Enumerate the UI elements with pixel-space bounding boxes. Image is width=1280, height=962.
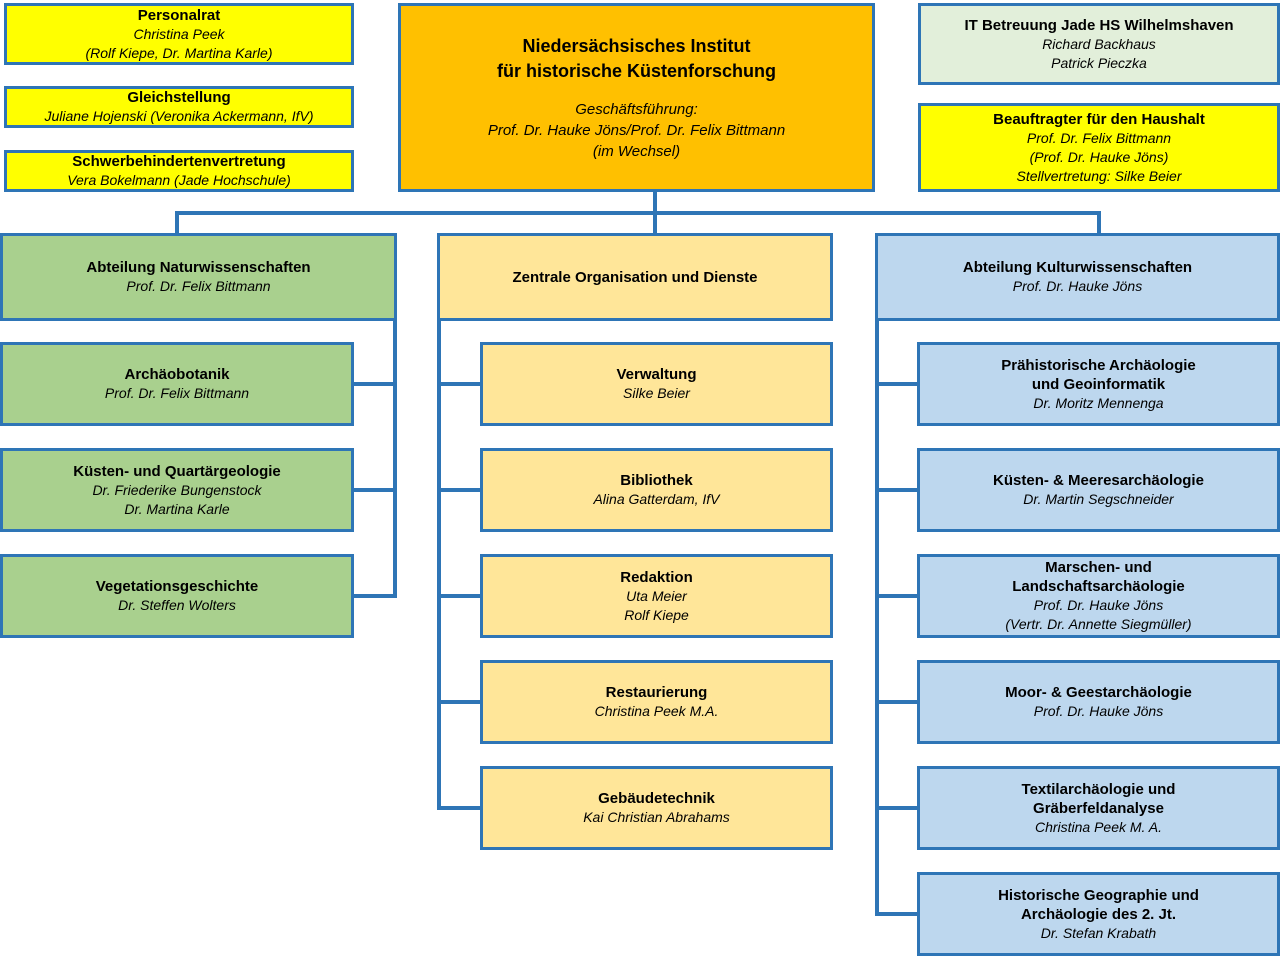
unit-persons: Prof. Dr. Felix Bittmann xyxy=(104,385,250,401)
connector-central-stub-5 xyxy=(437,806,480,810)
unit-persons: Prof. Dr. Felix Bittmann (Prof. Dr. Hauk… xyxy=(1016,129,1182,184)
unit-title: Archäobotanik xyxy=(124,366,230,383)
box-archaeobotanik: Archäobotanik Prof. Dr. Felix Bittmann xyxy=(0,342,354,426)
unit-title: Prähistorische Archäologie und Geoinform… xyxy=(1001,356,1196,393)
box-praehistorische-archaeologie: Prähistorische Archäologie und Geoinform… xyxy=(917,342,1280,426)
box-kuesten-meeresarchaeologie: Küsten- & Meeresarchäologie Dr. Martin S… xyxy=(917,448,1280,532)
unit-title: Beauftragter für den Haushalt xyxy=(993,110,1205,128)
connector-central-vertical xyxy=(437,321,441,810)
box-textilarchaeologie: Textilarchäologie und Gräberfeldanalyse … xyxy=(917,766,1280,850)
box-restaurierung: Restaurierung Christina Peek M.A. xyxy=(480,660,833,744)
unit-persons: Kai Christian Abrahams xyxy=(583,809,730,825)
box-abteilung-kulturwissenschaften: Abteilung Kulturwissenschaften Prof. Dr.… xyxy=(875,233,1280,321)
unit-persons: Alina Gatterdam, IfV xyxy=(593,491,720,507)
unit-title: Bibliothek xyxy=(620,472,693,489)
unit-title: Textilarchäologie und Gräberfeldanalyse xyxy=(1021,780,1176,817)
unit-persons: Dr. Stefan Krabath xyxy=(1040,924,1157,941)
unit-persons: Prof. Dr. Hauke Jöns xyxy=(1012,278,1143,294)
unit-persons: Dr. Friederike Bungenstock Dr. Martina K… xyxy=(92,481,262,517)
box-marschen-landschaftsarchaeologie: Marschen- und Landschaftsarchäologie Pro… xyxy=(917,554,1280,638)
box-historische-geographie: Historische Geographie und Archäologie d… xyxy=(917,872,1280,956)
unit-title: Zentrale Organisation und Dienste xyxy=(512,268,758,286)
unit-persons: Prof. Dr. Hauke Jöns xyxy=(1033,703,1164,719)
box-verwaltung: Verwaltung Silke Beier xyxy=(480,342,833,426)
connector-cultural-stub-4 xyxy=(875,700,917,704)
unit-persons: Christina Peek (Rolf Kiepe, Dr. Martina … xyxy=(85,25,273,61)
connector-cultural-stub-1 xyxy=(875,382,917,386)
unit-title: Redaktion xyxy=(620,568,693,586)
connector-root-stem xyxy=(653,192,657,235)
unit-persons: Dr. Moritz Mennenga xyxy=(1033,394,1164,411)
connector-central-stub-2 xyxy=(437,488,480,492)
unit-title: Vegetationsgeschichte xyxy=(95,578,259,595)
unit-persons: Dr. Martin Segschneider xyxy=(1023,491,1174,507)
unit-persons: Uta Meier Rolf Kiepe xyxy=(624,587,689,623)
box-personalrat: Personalrat Christina Peek (Rolf Kiepe, … xyxy=(4,3,354,65)
connector-cultural-stub-6 xyxy=(875,912,917,916)
unit-title: Küsten- & Meeresarchäologie xyxy=(993,472,1204,489)
unit-title: IT Betreuung Jade HS Wilhelmshaven xyxy=(964,16,1234,34)
unit-title: Gebäudetechnik xyxy=(598,790,715,807)
unit-title: Küsten- und Quartärgeologie xyxy=(73,462,281,480)
institute-title: Niedersächsisches Institut für historisc… xyxy=(496,35,777,81)
box-gebaeudetechnik: Gebäudetechnik Kai Christian Abrahams xyxy=(480,766,833,850)
unit-title: Marschen- und Landschaftsarchäologie xyxy=(1012,559,1185,595)
unit-persons: Prof. Dr. Felix Bittmann xyxy=(126,278,271,294)
connector-natural-vertical xyxy=(393,321,397,598)
institute-management: Geschäftsführung: Prof. Dr. Hauke Jöns/P… xyxy=(487,100,786,160)
unit-title: Gleichstellung xyxy=(127,89,231,106)
connector-main-right-drop xyxy=(1097,211,1101,235)
unit-persons: Christina Peek M. A. xyxy=(1034,818,1163,835)
box-haushalt: Beauftragter für den Haushalt Prof. Dr. … xyxy=(918,103,1280,192)
box-vegetationsgeschichte: Vegetationsgeschichte Dr. Steffen Wolter… xyxy=(0,554,354,638)
unit-title: Abteilung Kulturwissenschaften xyxy=(962,259,1193,276)
box-moor-geestarchaeologie: Moor- & Geestarchäologie Prof. Dr. Hauke… xyxy=(917,660,1280,744)
box-it-betreuung: IT Betreuung Jade HS Wilhelmshaven Richa… xyxy=(918,3,1280,85)
connector-central-stub-1 xyxy=(437,382,480,386)
unit-title: Schwerbehindertenvertretung xyxy=(72,153,286,170)
connector-main-left-drop xyxy=(175,211,179,235)
unit-persons: Christina Peek M.A. xyxy=(594,703,719,719)
connector-natural-stub-1 xyxy=(354,382,397,386)
unit-title: Verwaltung xyxy=(616,366,697,383)
connector-natural-stub-3 xyxy=(354,594,397,598)
unit-persons: Prof. Dr. Hauke Jöns (Vertr. Dr. Annette… xyxy=(1005,597,1192,632)
box-zentrale-organisation: Zentrale Organisation und Dienste xyxy=(437,233,833,321)
unit-title: Historische Geographie und Archäologie d… xyxy=(998,886,1199,923)
connector-cultural-stub-3 xyxy=(875,594,917,598)
unit-persons: Vera Bokelmann (Jade Hochschule) xyxy=(67,172,291,188)
connector-cultural-vertical xyxy=(875,321,879,916)
unit-title: Restaurierung xyxy=(605,684,708,701)
unit-persons: Juliane Hojenski (Veronika Ackermann, If… xyxy=(44,108,314,124)
connector-main-horizontal xyxy=(177,211,1101,215)
box-institut-root: Niedersächsisches Institut für historisc… xyxy=(398,3,875,192)
unit-persons: Dr. Steffen Wolters xyxy=(118,597,236,613)
box-kuesten-quartaergeologie: Küsten- und Quartärgeologie Dr. Friederi… xyxy=(0,448,354,532)
box-bibliothek: Bibliothek Alina Gatterdam, IfV xyxy=(480,448,833,532)
connector-cultural-stub-5 xyxy=(875,806,917,810)
box-gleichstellung: Gleichstellung Juliane Hojenski (Veronik… xyxy=(4,86,354,128)
unit-title: Personalrat xyxy=(137,6,221,24)
box-abteilung-naturwissenschaften: Abteilung Naturwissenschaften Prof. Dr. … xyxy=(0,233,397,321)
connector-cultural-stub-2 xyxy=(875,488,917,492)
box-redaktion: Redaktion Uta Meier Rolf Kiepe xyxy=(480,554,833,638)
connector-central-stub-3 xyxy=(437,594,480,598)
connector-central-stub-4 xyxy=(437,700,480,704)
unit-title: Moor- & Geestarchäologie xyxy=(1005,684,1192,701)
unit-persons: Richard Backhaus Patrick Pieczka xyxy=(1042,35,1156,71)
connector-natural-stub-2 xyxy=(354,488,397,492)
unit-title: Abteilung Naturwissenschaften xyxy=(86,259,311,276)
box-schwerbehindertenvertretung: Schwerbehindertenvertretung Vera Bokelma… xyxy=(4,150,354,192)
unit-persons: Silke Beier xyxy=(623,385,690,401)
